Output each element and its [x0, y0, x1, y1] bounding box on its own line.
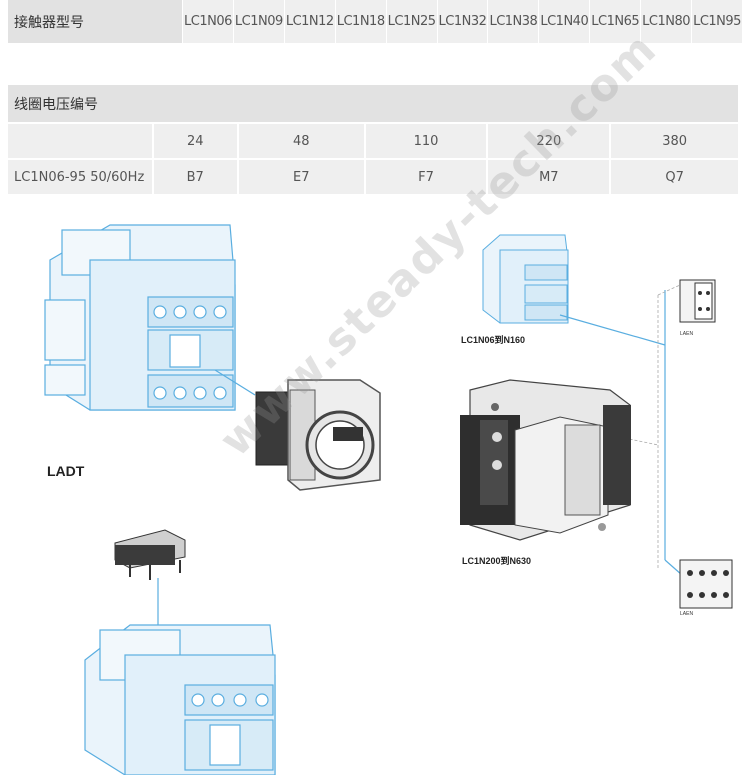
- voltage-cell: 110: [363, 124, 487, 158]
- code-cell: M7: [486, 160, 609, 194]
- voltage-cell: 380: [609, 124, 738, 158]
- large-range-label: LC1N200到N630: [462, 556, 532, 566]
- model-cell: LC1N80: [640, 0, 691, 43]
- contactor-illustration-top: [44, 224, 236, 411]
- row-label: LC1N06-95 50/60Hz: [14, 169, 145, 185]
- laen-block-bottom: [679, 559, 733, 609]
- model-cell: LC1N38: [487, 0, 538, 43]
- small-range-label: LC1N06到N160: [461, 335, 526, 345]
- ladt-timer-block: [255, 379, 381, 491]
- accessory-diagram: LADT LC1N06到N160 LC1N200到N630 LAEN LAEN: [0, 205, 750, 776]
- code-cell: B7: [151, 160, 237, 194]
- contactor-illustration-bottom: [84, 624, 276, 776]
- laen-block-top: [679, 279, 716, 323]
- model-cell: LC1N18: [334, 0, 386, 43]
- coil-code-row: LC1N06-95 50/60Hz B7 E7 F7 M7 Q7: [8, 160, 738, 194]
- model-cell: LC1N25: [385, 0, 437, 43]
- laen-top-label: LAEN: [680, 331, 694, 337]
- accessory-diagram-svg: [44, 224, 733, 776]
- contactor-model-table: 接触器型号 LC1N06 LC1N09 LC1N12 LC1N18 LC1N25…: [8, 0, 742, 43]
- contactor-model-header: 接触器型号: [8, 0, 182, 43]
- voltage-cell: 48: [236, 124, 364, 158]
- model-cell: LC1N32: [436, 0, 488, 43]
- code-cell: F7: [363, 160, 487, 194]
- large-contactor-illustration: [460, 379, 631, 541]
- coil-voltage-title: 线圈电压编号: [8, 85, 738, 122]
- laen-bottom-label: LAEN: [680, 611, 694, 617]
- suppressor-module: [114, 529, 186, 580]
- model-cell: LC1N95: [691, 0, 742, 43]
- code-cell: E7: [236, 160, 364, 194]
- coil-voltage-table: 线圈电压编号 24 48 110 220 380 LC1N06-95 50/60…: [8, 85, 738, 194]
- model-cell: LC1N12: [283, 0, 335, 43]
- empty-cell: [8, 124, 152, 158]
- voltage-cell: 220: [486, 124, 609, 158]
- ladt-label: LADT: [47, 463, 85, 479]
- model-cell: LC1N40: [538, 0, 589, 43]
- model-cell: LC1N65: [589, 0, 640, 43]
- model-cell: LC1N09: [232, 0, 284, 43]
- voltage-header-row: 24 48 110 220 380: [8, 124, 738, 158]
- model-cell: LC1N06: [182, 0, 233, 43]
- code-cell: Q7: [609, 160, 738, 194]
- contactor-model-cells: LC1N06 LC1N09 LC1N12 LC1N18 LC1N25 LC1N3…: [182, 0, 742, 43]
- small-contactor-illustration: [482, 234, 569, 324]
- voltage-cell: 24: [151, 124, 237, 158]
